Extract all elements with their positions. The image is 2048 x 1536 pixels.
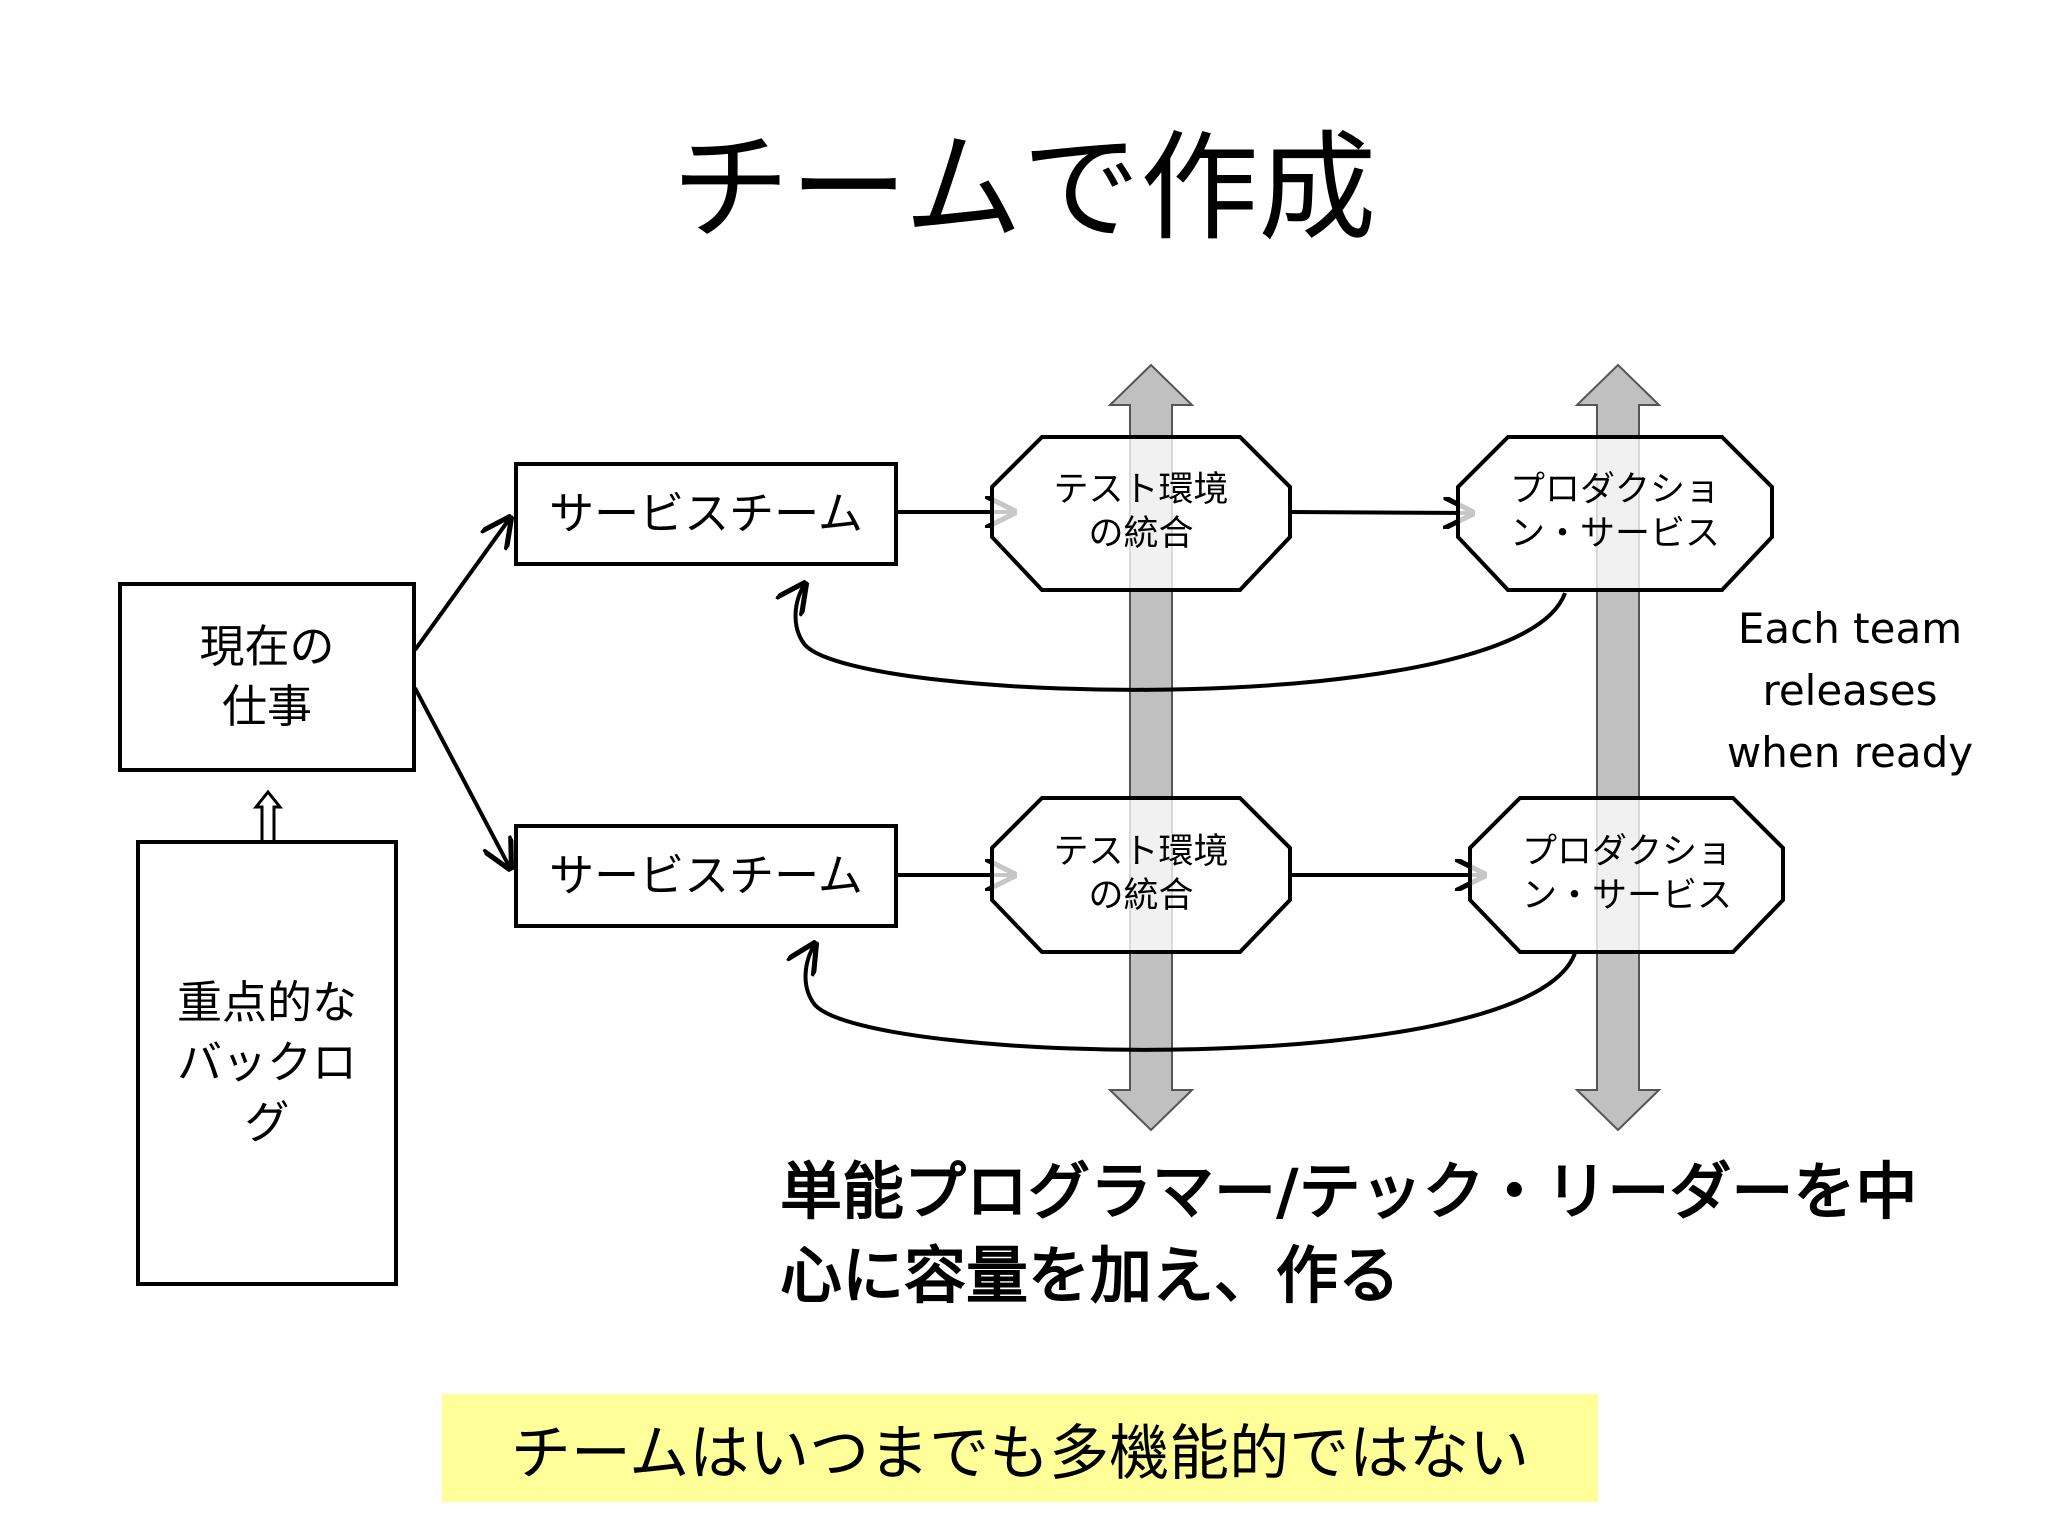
production-octagon-1 (1456, 435, 1774, 592)
backlog-box: 重点的な バックロ グ (136, 840, 398, 1286)
feedback-loop-1 (796, 584, 1567, 692)
test-env-label-1: テスト環境 の統合 (1053, 470, 1229, 554)
arrow-test-1-to-prod-1 (1289, 512, 1472, 513)
production-label-1: プロダクショ ン・サービス (1509, 470, 1720, 554)
test-env-label-2: テスト環境 の統合 (1053, 832, 1229, 916)
current-work-label: 現在の 仕事 (199, 620, 335, 733)
arrow-current-to-team-1 (413, 518, 510, 652)
current-work-box: 現在の 仕事 (118, 582, 416, 772)
release-note: Each team releases when ready (1726, 604, 1974, 777)
production-octagon-2 (1468, 796, 1785, 954)
service-team-label-1: サービスチーム (549, 487, 863, 540)
backlog-up-arrow (252, 789, 284, 844)
test-env-octagon-2 (990, 796, 1292, 954)
service-team-box-2: サービスチーム (514, 824, 898, 928)
service-team-label-2: サービスチーム (549, 849, 863, 902)
arrow-current-to-team-2 (413, 687, 510, 868)
highlight-text: チームはいつまでも多機能的ではない (510, 1418, 1530, 1489)
highlight-box: チームはいつまでも多機能的ではない (442, 1394, 1598, 1502)
test-env-octagon-1 (990, 435, 1292, 592)
service-team-box-1: サービスチーム (514, 462, 898, 566)
production-label-2: プロダクショ ン・サービス (1521, 832, 1732, 916)
page-title: チームで作成 (671, 119, 1377, 257)
emphasis-text: 単能プログラマー/テック・リーダーを中 心に容量を加え、作る (780, 1155, 1918, 1312)
backlog-label: 重点的な バックロ グ (176, 976, 357, 1149)
feedback-loop-2 (806, 944, 1577, 1052)
